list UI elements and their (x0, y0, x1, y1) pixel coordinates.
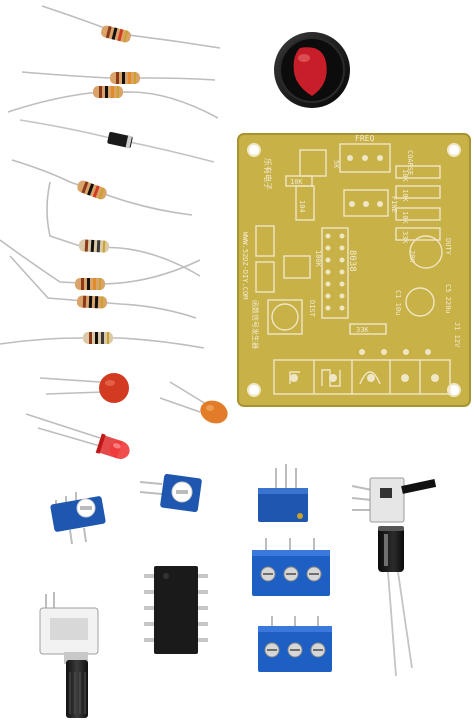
trimmer-pot-left (50, 492, 106, 545)
resistor-8 (0, 332, 205, 349)
pcb-label-ic: 8038 (347, 250, 357, 272)
pcb-label-freq: FREQ (355, 134, 374, 143)
pcb-board: FREQ 乐有电子 COARSE FINE DUTY DIST 8038 10K… (237, 133, 471, 407)
pcb-cn-title: 函数信号发生器 (251, 300, 260, 349)
resistor-1 (41, 5, 221, 49)
mount-hole (247, 143, 261, 157)
resistor-4 (11, 159, 193, 216)
screw-terminal-bottom (258, 616, 332, 672)
resistor-7 (9, 255, 197, 319)
pcb-label-dist: DIST (308, 300, 316, 318)
resistor-3 (7, 86, 219, 119)
pcb-label-r7: 33K (356, 326, 369, 334)
pcb-label-c5: C5 220u (444, 284, 452, 314)
pcb-label-r3: 10K (401, 211, 409, 224)
trimmer-pot-middle (139, 473, 202, 513)
pcb-label-r4: 10K (290, 178, 303, 186)
multiturn-pot (258, 464, 308, 522)
mount-hole (247, 383, 261, 397)
ic-chip-dip (144, 566, 208, 654)
pcb-label-cap: 104 (298, 200, 306, 213)
mount-hole (447, 383, 461, 397)
ceramic-capacitor-orange (159, 381, 228, 424)
mount-hole (447, 143, 461, 157)
rotary-potentiometer (39, 592, 99, 718)
electrolytic-capacitor (378, 526, 413, 677)
led-red (25, 413, 130, 459)
pcb-label-pot100k: 100K (314, 250, 322, 268)
resistor-2 (21, 71, 216, 84)
pcb-label-fine: FINE (390, 196, 398, 213)
pcb-brand: 乐有电子 (263, 158, 273, 190)
pcb-website: WWW.52DZ-DIY.COM (241, 232, 249, 299)
pcb-label-r5: 33K (401, 231, 409, 244)
knob-cap (274, 32, 350, 108)
pcb-label-coarse: COARSE (406, 150, 414, 175)
pcb-label-duty: DUTY (444, 238, 452, 256)
resistor-6 (0, 239, 201, 290)
ceramic-capacitor-red (39, 373, 129, 403)
pcb-label-r2: 10K (401, 189, 409, 202)
resistor-5 (46, 181, 201, 277)
pcb-label-j1: J1 12V (453, 322, 461, 348)
screw-terminal-top (252, 538, 330, 596)
diode (19, 119, 215, 163)
slide-switch (351, 477, 437, 523)
pcb-label-c1: C1 10u (394, 290, 402, 315)
pcb-label-r1: 10K (401, 169, 409, 182)
pcb-label-pot5k: 5K (332, 160, 340, 169)
pcb-label-pot20k: 20K (408, 250, 416, 263)
